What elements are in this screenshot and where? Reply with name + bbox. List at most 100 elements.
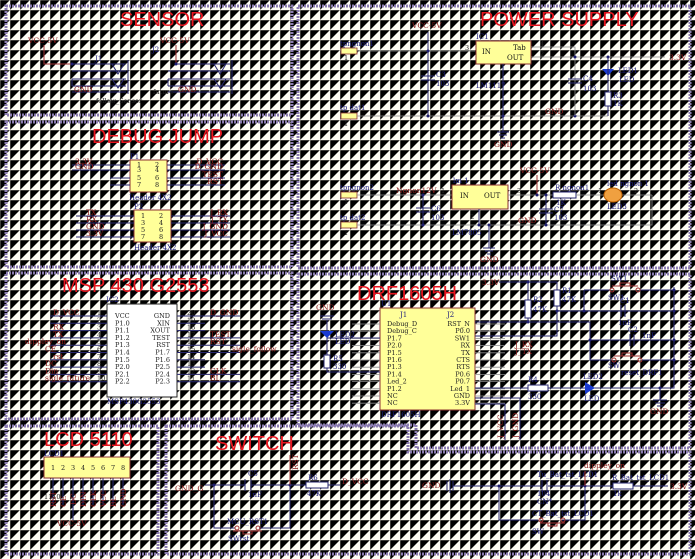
r5-body	[323, 354, 331, 369]
p2-pin-number: 5	[141, 226, 145, 234]
p1-right-net: RST	[207, 177, 223, 186]
c4-val: 103	[583, 85, 596, 93]
c5-ref: C5	[248, 470, 258, 478]
drf-jgnd: J_GND	[511, 413, 520, 439]
lcd-section: LCD 5110 LCD1 1RST2CE3DC4DIN5CLK6VCC7BL8…	[43, 429, 133, 528]
j1-vcc-wire	[43, 45, 72, 65]
u1-pin-name: TX	[461, 349, 470, 357]
lcd-pin-net: CE	[59, 496, 68, 507]
frame-sensor	[4, 4, 294, 117]
lm1-pin1: 1	[441, 187, 445, 195]
lm1-part: LM7805	[452, 229, 482, 237]
mcu-rst-contact	[234, 525, 240, 531]
junction	[421, 223, 425, 227]
u1-pin-name: P1.5	[387, 349, 402, 357]
power-title: POWER SUPPLY	[480, 9, 639, 31]
tpdat2-pin: 1	[344, 229, 348, 237]
lm1-gnd-wire	[478, 209, 490, 248]
c2-val: 1nF	[642, 332, 656, 340]
p2-right-net: J_TX	[210, 215, 229, 224]
ic2-part: MSP430G2553	[107, 398, 160, 406]
lcd-pin-net: DC	[69, 493, 78, 505]
ic2-pin-name: P1.0	[115, 319, 130, 327]
frame-lcd	[4, 424, 160, 556]
r-bat-tst-val: 1k	[613, 490, 622, 498]
lcd-pin-number: 1	[51, 464, 55, 472]
c2-ref: C2	[628, 326, 638, 334]
c6-ref: C6	[431, 205, 441, 213]
frame-power	[296, 4, 692, 270]
cap-bat-tst-plates	[541, 480, 548, 492]
led2-left-icon	[320, 331, 334, 338]
u1-pin-name: Led_2	[387, 378, 407, 386]
c1-plates	[620, 305, 626, 317]
r-ngnon-body	[552, 191, 577, 199]
ic2-pin-name: P2.0	[115, 363, 130, 371]
ic2-pin-number: 3	[97, 324, 101, 332]
ic2-pin-name: XOUT	[150, 327, 170, 335]
cap-bat-tst-type: CN*	[537, 498, 552, 506]
switch-disp-net: dippley_on	[584, 461, 625, 470]
j1-switch-contacts	[111, 63, 125, 89]
u1-part: DRF1605H	[381, 411, 421, 419]
ic2-pin-name: P2.2	[115, 378, 130, 386]
ic2-left-net: sigle_future	[45, 374, 91, 383]
p2-pin-number: 6	[159, 226, 163, 234]
lcd-pin-net: GND	[119, 488, 128, 507]
ic2-right-net: D_GND	[210, 308, 238, 317]
led1-ref: LED1	[618, 67, 638, 75]
drf-gnd-symbol-top	[320, 315, 334, 320]
ic2-pin-name: TEST	[152, 334, 171, 342]
ic2-pin-number: 11	[187, 375, 195, 383]
lcd-pin-net: CLK	[89, 490, 98, 507]
ic2-right-net: sigle_follow	[232, 345, 277, 354]
ic2-pin-number: 13	[187, 360, 195, 368]
lcd-pin-number: 7	[111, 464, 115, 472]
tpdat2-box	[340, 221, 358, 229]
j1-junction	[70, 62, 74, 66]
ic2-pin-name: VCC	[114, 312, 130, 320]
junction	[672, 309, 676, 313]
ic2-pin-number: 17	[187, 331, 195, 339]
drf-jtx: J_TX	[514, 347, 533, 356]
lcd-pin-number: 5	[91, 464, 95, 472]
p2-pin-number: 3	[141, 219, 145, 227]
ic2-pin-name: P2.5	[155, 363, 170, 371]
p2-left-net: TX	[86, 208, 97, 217]
led2-right-ref: LED2	[583, 373, 603, 381]
ic2-left-net: rst	[53, 352, 63, 361]
section-frames	[4, 4, 692, 556]
sw-reset-type: SW	[608, 362, 621, 370]
p2-right-net: J_RX	[209, 208, 228, 217]
frame-msp	[4, 271, 294, 421]
led1-val: LED	[619, 76, 635, 84]
led3-icon	[603, 187, 623, 203]
junction	[526, 280, 530, 284]
ic2-pin-name: P1.2	[115, 334, 130, 342]
u1-pin-name: P0.7	[455, 378, 470, 386]
r4-val: 330	[528, 393, 541, 401]
mcu-rst-label: MCU_RST1	[227, 518, 268, 526]
power-section: POWER SUPPLY VCC-5V tpngnon1 1 C3 103 tp…	[340, 9, 687, 264]
lcd-pin-number: 4	[81, 464, 85, 472]
r-bat-tst-ref: R_Bat_tst_LCD1	[612, 474, 669, 482]
r6-val: 47K	[307, 490, 322, 498]
ic2-right-net: BL	[210, 374, 221, 383]
lm1-ref: lm 1	[453, 177, 469, 185]
ic2-left-net: CE	[45, 345, 56, 354]
c7-plates	[539, 208, 553, 214]
sw1-ref: SW1	[611, 275, 627, 283]
lcd-title: LCD 5110	[44, 429, 133, 451]
lcd-vcc: VCC-5V	[56, 519, 87, 528]
p1-pin-number: 7	[137, 181, 141, 189]
r3-ref: R3	[613, 92, 623, 100]
drf-3v3: 3.3V	[482, 278, 500, 287]
led2-right-val: LED	[584, 395, 600, 403]
ic2-pin-number: 4	[97, 331, 101, 339]
u1-body	[379, 307, 476, 411]
